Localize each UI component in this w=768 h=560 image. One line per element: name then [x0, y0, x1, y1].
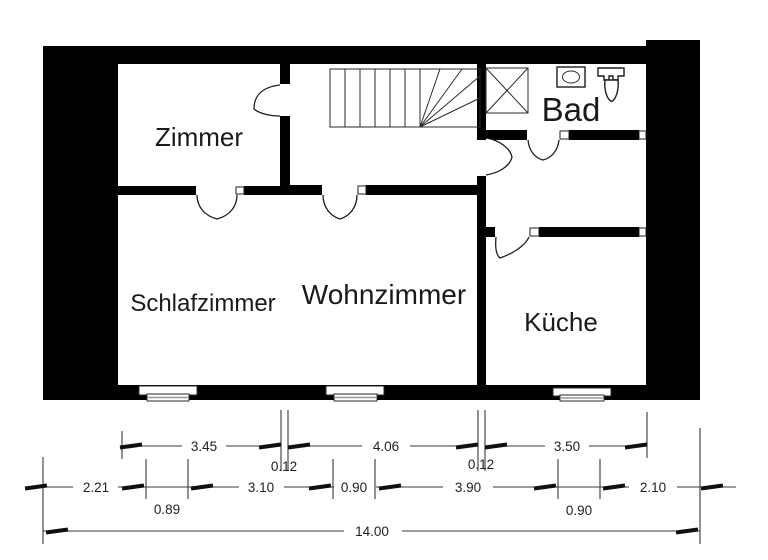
dim-label-2-10: 2.10: [640, 480, 666, 495]
stairs-symbol: [329, 68, 481, 128]
dim-label-0-90-below: 0.90: [566, 503, 592, 518]
dim-label-14-00: 14.00: [355, 524, 389, 539]
wall-bad-bottom-right: [569, 130, 639, 140]
outer-wall-right: [646, 40, 700, 400]
room-label-zimmer: Zimmer: [155, 122, 243, 152]
room-label-kueche: Küche: [524, 307, 598, 337]
dim-label-0-12-right: 0.12: [468, 457, 494, 472]
bath-fixtures: [485, 66, 625, 114]
wall-zimmer-schlafzimmer-right: [244, 186, 290, 195]
room-labels: Zimmer Schlafzimmer Wohnzimmer Küche Bad: [130, 91, 600, 337]
wall-kueche-top-right: [539, 227, 639, 237]
door-swing-schlafzimmer: [196, 194, 238, 220]
room-label-schlafzimmer: Schlafzimmer: [130, 290, 275, 317]
door-frame-kueche-right: [638, 227, 647, 237]
window-symbols: [138, 385, 612, 402]
dim-label-3-90: 3.90: [455, 480, 481, 495]
door-frame-bad-left: [559, 130, 570, 140]
wall-center-vertical-bottom: [477, 176, 486, 385]
outer-wall-top: [43, 46, 700, 64]
door-frame-schlafzimmer: [235, 186, 245, 195]
door-swing-bad: [527, 139, 560, 161]
dim-label-2-21: 2.21: [83, 480, 109, 495]
dimension-row-total: 14.00: [43, 524, 700, 539]
shower-symbol: [485, 67, 529, 114]
window-symbol-kueche: [552, 387, 612, 402]
wall-zimmer-stairs-top: [280, 64, 290, 84]
dim-label-4-06: 4.06: [373, 439, 399, 454]
door-frame-kueche-left: [529, 227, 540, 237]
window-symbol-wohnzimmer: [325, 385, 385, 402]
building-outline: [43, 40, 700, 400]
interior-walls: [118, 64, 647, 385]
wall-wohnzimmer-top-left: [280, 185, 322, 195]
wall-zimmer-schlafzimmer-left: [118, 186, 196, 195]
wall-bad-bottom-left: [486, 130, 527, 140]
dim-label-0-89: 0.89: [154, 502, 180, 517]
door-swings: [196, 84, 560, 259]
door-frame-wohnzimmer: [357, 185, 367, 195]
sink-icon: [556, 66, 586, 88]
room-label-bad: Bad: [542, 91, 601, 128]
door-swing-kueche: [494, 236, 530, 259]
toilet-icon: [597, 67, 625, 103]
door-swing-zimmer: [253, 84, 281, 117]
dim-label-0-90-mid: 0.90: [341, 480, 367, 495]
door-swing-wohnzimmer: [322, 194, 358, 220]
door-frame-bad-right: [638, 130, 647, 140]
door-swing-hallway: [485, 137, 513, 176]
dim-label-3-45: 3.45: [191, 439, 217, 454]
wall-wohnzimmer-top-right: [366, 185, 477, 195]
wall-center-vertical-top: [477, 64, 486, 140]
dim-label-3-50: 3.50: [554, 439, 580, 454]
dimension-extension-lines: [42, 410, 701, 544]
outer-wall-left: [43, 46, 118, 400]
dimension-row-top: 3.45 4.06 3.50 0.12 0.12: [119, 439, 648, 474]
dim-label-3-10: 3.10: [248, 480, 274, 495]
room-label-wohnzimmer: Wohnzimmer: [302, 279, 466, 310]
wall-zimmer-stairs-bottom: [280, 116, 290, 186]
dimension-row-middle: 2.21 3.10 0.90 3.90 2.10 0.89 0.90: [24, 480, 736, 518]
dim-label-0-12-left: 0.12: [271, 459, 297, 474]
window-symbol-schlafzimmer: [138, 385, 198, 402]
wall-kueche-top-stub: [486, 227, 495, 237]
